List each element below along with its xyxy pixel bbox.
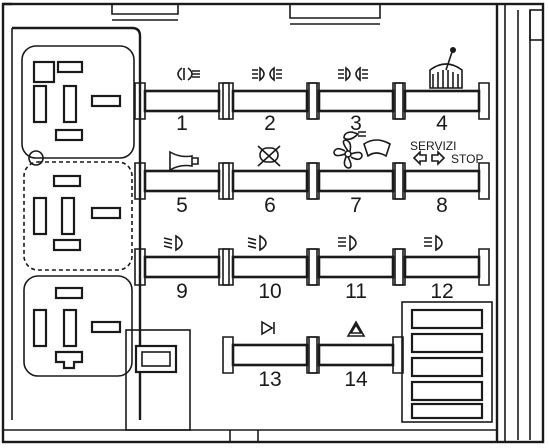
fuse-body (317, 255, 395, 279)
fuse-1: 1 (134, 82, 230, 135)
fuse-body (231, 169, 309, 193)
right-latch (529, 9, 544, 41)
heated-rear-window-icon (257, 145, 281, 167)
diode-icon (261, 320, 275, 336)
fuse-box-housing (1, 2, 545, 444)
rear-fog-lamp-icon (177, 67, 200, 81)
stop-label: STOP (451, 152, 483, 166)
parking-lights-icon (338, 66, 368, 82)
fuse-3: 3 (308, 82, 404, 135)
fan-and-wiper-icon (333, 131, 391, 169)
fuse-number-label: 7 (350, 194, 362, 217)
fuse-number-label: 12 (430, 280, 453, 303)
side-lights-icon (252, 66, 282, 82)
fuse-12: 12 (394, 248, 490, 303)
low-beam-icon (163, 234, 183, 252)
servizi-label: SERVIZI (410, 139, 456, 153)
fuse-number-label: 8 (436, 194, 448, 217)
fuse-8: 8 (394, 162, 490, 217)
high-beam-icon (338, 234, 357, 252)
fuse-number-label: 9 (176, 280, 188, 303)
fuse-number-label: 5 (176, 194, 188, 217)
fuse-14: 14 (308, 336, 404, 391)
windscreen-wiper-icon (429, 47, 463, 89)
fuse-number-label: 3 (350, 112, 362, 135)
fuse-10: 10 (222, 248, 318, 303)
fuse-13: 13 (222, 336, 318, 391)
fuse-9: 9 (134, 248, 230, 303)
fuse-body (143, 169, 221, 193)
fuse-number-label: 6 (264, 194, 276, 217)
fuse-number-label: 11 (345, 280, 367, 303)
fuse-number-label: 2 (264, 112, 276, 135)
top-tab-mid (289, 4, 381, 19)
fuse-body (317, 89, 395, 113)
fuse-5: 5 (134, 162, 230, 217)
fuse-body (317, 169, 395, 193)
fuse-7: 7 (308, 162, 404, 217)
fuse-number-label: 4 (436, 112, 448, 135)
fuse-number-label: 10 (258, 280, 281, 303)
fuse-11: 11 (308, 248, 404, 303)
fuse-2: 2 (222, 82, 318, 135)
fuse-body (231, 343, 309, 367)
top-tab-left (111, 4, 179, 15)
fuse-number-label: 13 (258, 368, 281, 391)
fuse-body (231, 89, 309, 113)
fuse-body (231, 255, 309, 279)
high-beam-icon-2 (424, 234, 443, 252)
hazard-warning-icon (346, 320, 366, 337)
fuse-number-label: 14 (344, 368, 368, 391)
fuse-body (403, 169, 481, 193)
services-stop-icon: SERVIZI STOP (410, 139, 483, 166)
spare-fuse-holder (401, 301, 493, 423)
fuse-4: 4 (394, 82, 490, 135)
fuse-body (403, 255, 481, 279)
fuse-body (143, 255, 221, 279)
fuse-body (317, 343, 395, 367)
fuse-body (403, 89, 481, 113)
relay-panel (11, 26, 191, 431)
fuse-6: 6 (222, 162, 318, 217)
low-beam-icon-2 (247, 234, 267, 252)
horn-icon (169, 150, 199, 172)
fuse-body (143, 89, 221, 113)
fuse-number-label: 1 (176, 112, 188, 135)
